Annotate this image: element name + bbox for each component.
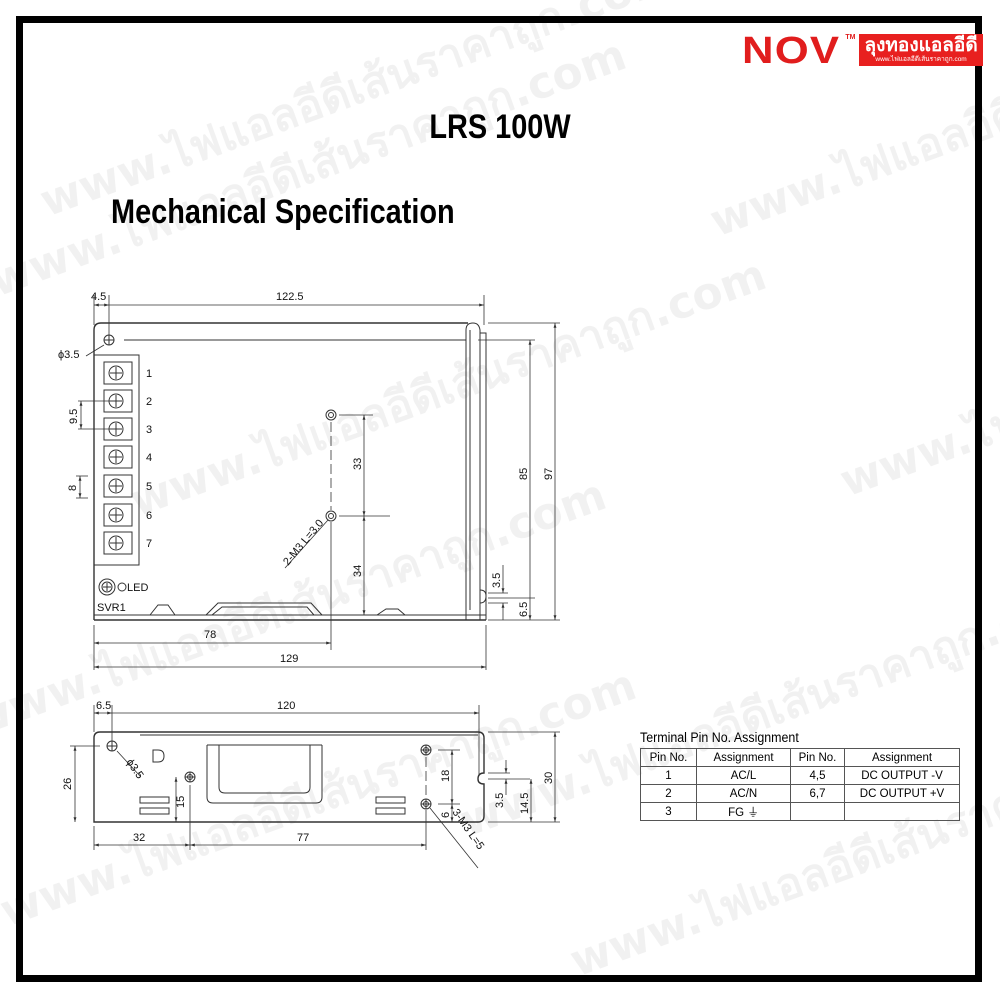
terminal-number: 3 — [146, 424, 152, 436]
side-dim-left-screw-x: 32 — [133, 832, 145, 844]
side-dim-screw-note: 3-M3 L=5 — [450, 807, 487, 852]
table-cell: AC/N — [696, 784, 791, 803]
pin-assignment: Terminal Pin No. Assignment Pin No. Assi… — [640, 730, 960, 821]
column-header: Assignment — [696, 748, 791, 767]
dim-hole-span: 122.5 — [276, 291, 304, 303]
svr-label: SVR1 — [97, 602, 126, 614]
side-dim-screw-pitch: 18 — [440, 770, 452, 782]
dim-pin-pitch: 9.5 — [68, 409, 80, 424]
table-cell — [790, 802, 845, 821]
column-header: Pin No. — [640, 748, 697, 767]
dim-total-height: 97 — [543, 468, 555, 480]
side-dim-total-height: 30 — [543, 772, 555, 784]
top-view: 1 2 3 4 5 6 7 LED SVR1 33 34 2-M3 L=3.0 — [58, 291, 560, 670]
side-view: ϕ3.5 15 18 6 3-M3 L=5 — [62, 700, 560, 869]
brand-logo: NOV TM ลุงทองแอลอีดี www.ไฟแอลอีดีเส้นรา… — [742, 30, 983, 72]
column-header: Pin No. — [790, 748, 845, 767]
table-cell: AC/L — [696, 766, 791, 785]
table-row: 1 AC/L 4,5 DC OUTPUT -V — [640, 766, 960, 785]
terminal-number: 5 — [146, 481, 152, 493]
side-dim-screw-spacing: 77 — [297, 832, 309, 844]
page-border — [16, 16, 982, 982]
logo-thai-box: ลุงทองแอลอีดี www.ไฟแอลอีดีเส้นราคาถูก.c… — [859, 34, 983, 66]
table-header-row: Pin No. Assignment Pin No. Assignment — [640, 748, 960, 767]
pin-table: Pin No. Assignment Pin No. Assignment 1 … — [640, 748, 960, 821]
table-cell: 6,7 — [790, 784, 845, 803]
table-cell: 2 — [640, 784, 697, 803]
dim-hole-dia: ϕ3.5 — [58, 349, 79, 361]
dim-terminal-width: 8 — [67, 485, 79, 491]
dim-notch-width: 3.5 — [491, 573, 503, 588]
logo-brand: NOV — [742, 30, 841, 72]
dim-mount-x: 78 — [204, 629, 216, 641]
side-dim-notch-height: 14.5 — [519, 793, 531, 814]
table-cell: DC OUTPUT -V — [844, 766, 960, 785]
dim-hole-offset: 4.5 — [91, 291, 106, 303]
dim-mount-note: 2-M3 L=3.0 — [281, 517, 326, 568]
dim-notch-offset: 6.5 — [518, 602, 530, 617]
logo-thai-name: ลุงทองแอลอีดี — [864, 34, 978, 56]
section-title: Mechanical Specification — [111, 193, 455, 231]
table-cell: DC OUTPUT +V — [844, 784, 960, 803]
logo-trademark: TM — [845, 34, 856, 41]
table-row: 2 AC/N 6,7 DC OUTPUT +V — [640, 784, 960, 803]
dim-inner-height: 85 — [518, 468, 530, 480]
table-cell: 1 — [640, 766, 697, 785]
led-label: LED — [127, 582, 148, 594]
side-dim-hole-offset: 6.5 — [96, 700, 111, 712]
table-cell: 3 — [640, 802, 697, 821]
side-dim-screw-height: 15 — [175, 796, 187, 808]
terminal-number: 1 — [146, 368, 152, 380]
side-dim-hole-dia: ϕ3.5 — [124, 757, 146, 781]
column-header: Assignment — [844, 748, 960, 767]
side-dim-hole-height: 26 — [62, 778, 74, 790]
table-cell: 4,5 — [790, 766, 845, 785]
terminal-number: 4 — [146, 452, 152, 464]
table-row: 3 FG ⏚ — [640, 802, 960, 821]
terminal-number: 7 — [146, 538, 152, 550]
side-dim-hole-span: 120 — [277, 700, 295, 712]
potentiometer-icon — [98, 578, 116, 596]
dim-total-length: 129 — [280, 653, 298, 665]
table-cell — [844, 802, 960, 821]
side-dim-notch-width: 3.5 — [494, 793, 506, 808]
page-title: LRS 100W — [429, 108, 571, 146]
dim-mount-lower: 34 — [352, 565, 364, 577]
side-dim-screw-bottom: 6 — [440, 812, 452, 818]
terminal-number: 2 — [146, 396, 152, 408]
table-cell: FG ⏚ — [696, 802, 791, 821]
pin-table-caption: Terminal Pin No. Assignment — [640, 730, 799, 745]
led-icon — [117, 582, 127, 592]
logo-url: www.ไฟแอลอีดีเส้นราคาถูก.com — [875, 56, 967, 63]
dim-mount-upper: 33 — [352, 458, 364, 470]
terminal-number: 6 — [146, 510, 152, 522]
